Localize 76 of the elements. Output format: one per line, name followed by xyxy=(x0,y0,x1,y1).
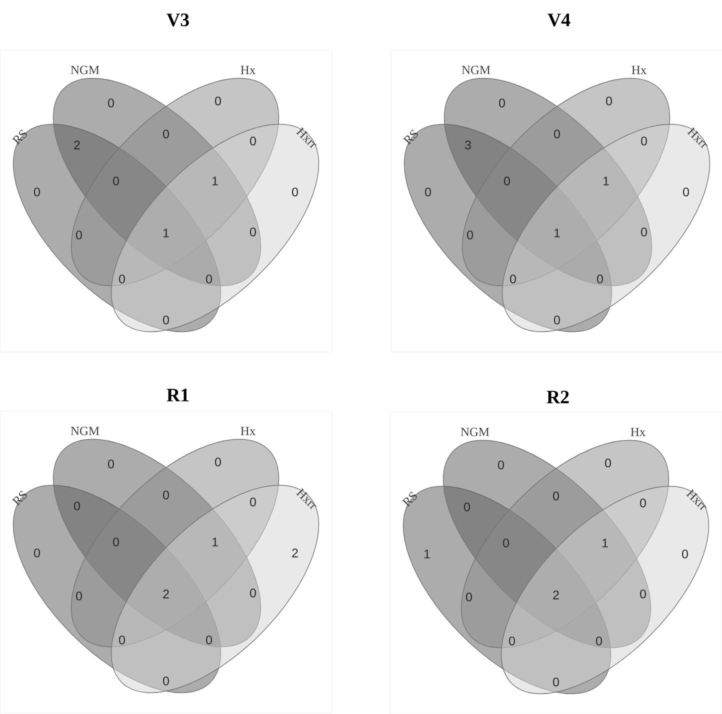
region-count: 0 xyxy=(554,130,560,138)
region-count: 0 xyxy=(250,136,256,146)
region-count: 2 xyxy=(163,590,169,598)
set-label: NGM xyxy=(70,426,100,436)
region-count: 0 xyxy=(250,588,256,598)
region-count: 0 xyxy=(108,98,114,108)
region-count: 0 xyxy=(682,550,688,558)
panel-title: R2 xyxy=(546,390,569,404)
region-count: 0 xyxy=(498,460,504,470)
region-count: 0 xyxy=(466,592,472,602)
region-count: 0 xyxy=(596,636,602,646)
region-count: 0 xyxy=(509,636,515,646)
set-label: NGM xyxy=(70,66,100,74)
region-count: 0 xyxy=(163,676,169,686)
region-count: 0 xyxy=(215,96,221,106)
panel-title: R1 xyxy=(166,388,189,402)
region-count: 0 xyxy=(163,316,169,324)
set-label: RS xyxy=(12,130,27,145)
set-label: Hx xyxy=(240,426,256,436)
region-count: 0 xyxy=(640,590,646,598)
region-count: 0 xyxy=(76,592,82,600)
region-count: 1 xyxy=(602,538,608,548)
region-count: 0 xyxy=(74,502,80,510)
region-count: 0 xyxy=(553,678,559,686)
region-count: 3 xyxy=(465,140,471,150)
region-count: 2 xyxy=(74,140,80,150)
region-count: 2 xyxy=(292,548,298,558)
region-count: 1 xyxy=(424,550,430,558)
region-count: 0 xyxy=(206,636,212,644)
region-count: 0 xyxy=(206,274,212,284)
region-count: 0 xyxy=(683,188,689,196)
set-label: Hx xyxy=(630,428,646,436)
region-count: 1 xyxy=(554,228,560,238)
region-count: 0 xyxy=(34,548,40,558)
region-count: 0 xyxy=(606,96,612,106)
set-label: RS xyxy=(12,490,27,506)
region-count: 0 xyxy=(553,492,559,500)
set-label: RS xyxy=(402,130,418,145)
region-count: 0 xyxy=(640,498,646,508)
region-count: 1 xyxy=(212,176,218,186)
region-count: 0 xyxy=(499,98,505,108)
region-count: 0 xyxy=(215,458,221,466)
region-count: 0 xyxy=(119,274,125,284)
region-count: 0 xyxy=(464,502,470,512)
region-count: 0 xyxy=(503,538,509,548)
region-count: 0 xyxy=(597,274,603,284)
set-label: NGM xyxy=(460,428,490,436)
region-count: 1 xyxy=(604,176,609,186)
region-count: 0 xyxy=(641,136,647,146)
region-count: 0 xyxy=(108,460,114,468)
region-count: 0 xyxy=(163,490,169,500)
region-count: 0 xyxy=(163,130,169,138)
region-count: 0 xyxy=(605,458,611,468)
region-count: 0 xyxy=(292,188,298,196)
region-count: 0 xyxy=(76,230,82,240)
set-label: NGM xyxy=(462,66,490,74)
region-count: 0 xyxy=(34,188,40,196)
set-label: Hx xyxy=(240,66,256,74)
region-count: 1 xyxy=(164,228,169,238)
region-count: 0 xyxy=(113,538,119,546)
region-count: 0 xyxy=(554,316,560,324)
region-count: 0 xyxy=(467,230,473,240)
region-count: 0 xyxy=(250,498,256,506)
region-count: 0 xyxy=(641,228,647,236)
region-count: 0 xyxy=(510,274,516,284)
set-label: RS xyxy=(402,492,417,507)
region-count: 2 xyxy=(553,590,559,600)
region-count: 1 xyxy=(212,538,218,546)
region-count: 0 xyxy=(250,228,256,236)
region-count: 0 xyxy=(113,176,119,186)
region-count: 0 xyxy=(119,636,125,644)
panel-title: V3 xyxy=(166,14,189,26)
panel-title: V4 xyxy=(548,14,570,26)
region-count: 0 xyxy=(425,188,431,196)
region-count: 0 xyxy=(504,176,510,186)
set-label: Hx xyxy=(632,66,646,74)
